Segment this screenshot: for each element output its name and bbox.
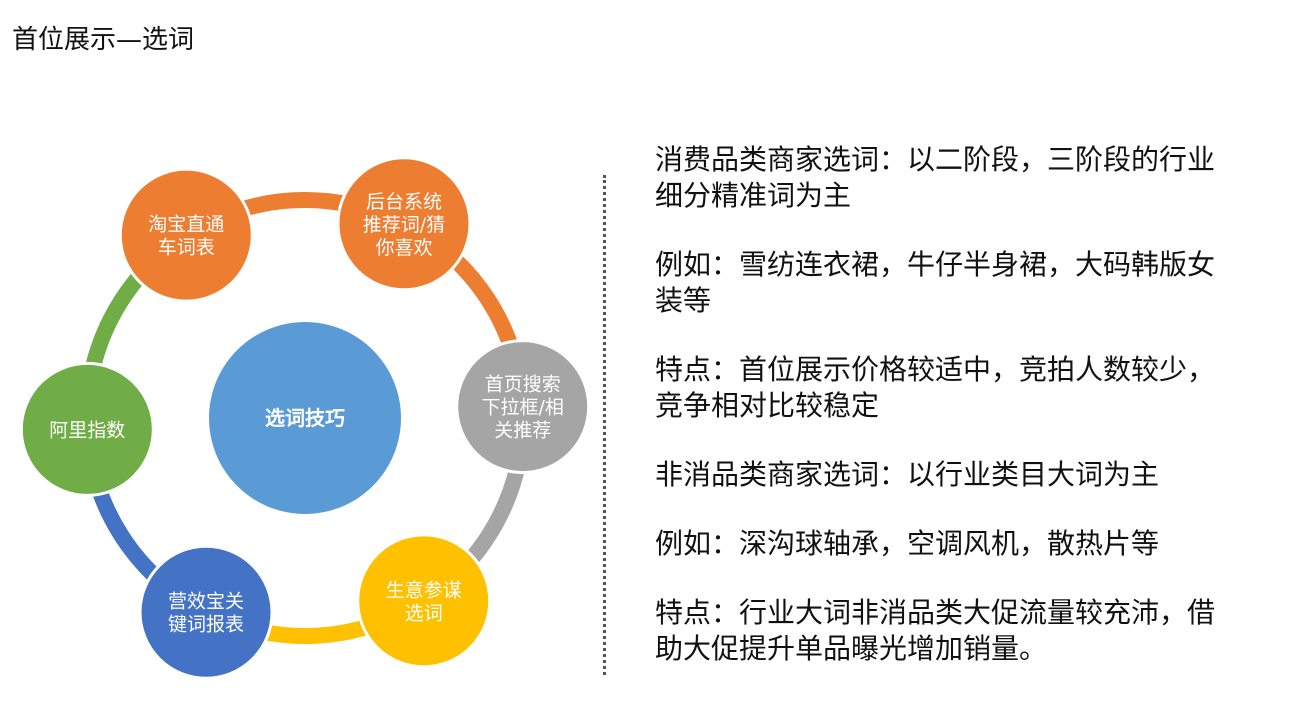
node-circle-ali-index bbox=[19, 361, 155, 497]
node-label-line: 选词 bbox=[405, 602, 443, 624]
node-label-line: 营效宝关 bbox=[168, 591, 244, 613]
node-label-ali-index: 阿里指数 bbox=[49, 419, 125, 441]
node-label-line: 推荐词/猜 bbox=[363, 214, 445, 236]
node-label-line: 你喜欢 bbox=[375, 237, 432, 259]
node-label-taobao-express: 淘宝直通车词表 bbox=[148, 214, 224, 259]
node-label-backend: 后台系统推荐词/猜你喜欢 bbox=[363, 191, 445, 259]
node-circle-business-advisor bbox=[356, 533, 492, 669]
paragraph-consumer-keywords: 消费品类商家选词：以二阶段，三阶段的行业细分精准词为主 bbox=[655, 143, 1216, 212]
node-circle-yingxiaobao bbox=[138, 544, 274, 680]
node-label-line: 淘宝直通 bbox=[148, 214, 224, 236]
paragraph-nonconsumer-examples: 例如：深沟球轴承，空调风机，散热片等 bbox=[655, 527, 1160, 560]
node-label-line: 键词报表 bbox=[168, 614, 244, 636]
node-label-line: 关推荐 bbox=[494, 420, 551, 442]
node-circle-backend bbox=[336, 156, 472, 292]
node-label-line: 生意参谋 bbox=[386, 579, 462, 601]
paragraph-consumer-features: 特点：首位展示价格较适中，竞拍人数较少，竞争相对比较稳定 bbox=[655, 353, 1216, 422]
node-label-business-advisor: 生意参谋选词 bbox=[386, 579, 462, 624]
text-panel: 消费品类商家选词：以二阶段，三阶段的行业细分精准词为主 例如：雪纺连衣裙，牛仔半… bbox=[655, 142, 1235, 700]
paragraph-nonconsumer-keywords: 非消品类商家选词：以行业类目大词为主 bbox=[655, 458, 1160, 491]
paragraph-consumer-examples: 例如：雪纺连衣裙，牛仔半身裙，大码韩版女装等 bbox=[655, 248, 1216, 317]
dotted-divider bbox=[603, 175, 606, 675]
center-label: 选词技巧 bbox=[265, 406, 345, 430]
node-label-line: 阿里指数 bbox=[49, 419, 125, 441]
node-label-line: 后台系统 bbox=[366, 191, 442, 213]
node-label-yingxiaobao: 营效宝关键词报表 bbox=[168, 591, 244, 636]
node-circle-taobao-express bbox=[118, 167, 254, 303]
node-label-line: 下拉框/相 bbox=[481, 397, 563, 419]
node-label-line: 车词表 bbox=[158, 237, 215, 259]
paragraph-nonconsumer-features: 特点：行业大词非消品类大促流量较充沛，借助大促提升单品曝光增加销量。 bbox=[655, 596, 1216, 665]
node-label-line: 首页搜索 bbox=[485, 374, 561, 396]
slide-title: 首位展示—选词 bbox=[12, 25, 195, 55]
node-label-homepage-search: 首页搜索下拉框/相关推荐 bbox=[481, 374, 563, 442]
center-circle bbox=[209, 322, 401, 514]
node-circle-homepage-search bbox=[455, 339, 591, 475]
